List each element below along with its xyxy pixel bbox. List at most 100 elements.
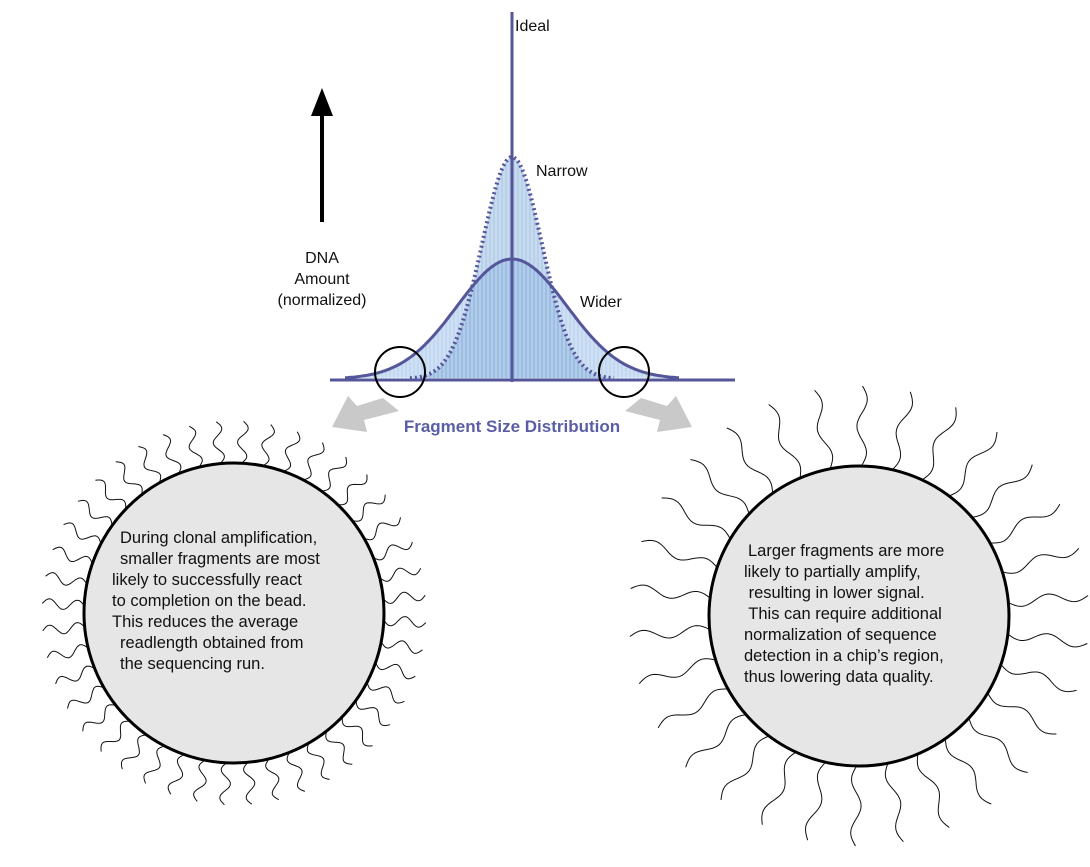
dna-strand (990, 503, 1061, 544)
right-tail-circle-marker (598, 346, 650, 398)
dna-strand (1007, 633, 1088, 648)
dna-strand (657, 688, 728, 729)
dna-strand (1002, 547, 1080, 574)
ideal-label: Ideal (515, 18, 550, 35)
fragment-size-distribution-title: Fragment Size Distribution (404, 417, 620, 436)
dna-strand (77, 499, 113, 526)
up-arrow-icon (311, 88, 333, 116)
dna-strand (987, 692, 1057, 735)
dna-strand (82, 704, 116, 732)
dna-strand (321, 456, 348, 492)
dna-strand (892, 391, 914, 471)
left-bead-circle (82, 461, 386, 765)
dna-strand (373, 541, 413, 561)
dna-strand (188, 425, 203, 468)
dna-strand (850, 765, 862, 847)
left-bead (41, 420, 427, 806)
dna-strand (971, 464, 1033, 518)
right-bead (629, 385, 1089, 847)
left-bead-caption: During clonal amplification, smaller fra… (112, 528, 362, 675)
dna-strand (629, 625, 710, 639)
right-bead-caption: Larger fragments are more likely to part… (744, 541, 994, 688)
dna-strand (138, 446, 162, 484)
dna-strand (661, 497, 731, 540)
dna-strand (1000, 664, 1077, 693)
dna-strand (162, 434, 182, 474)
dna-strand (761, 751, 797, 825)
dna-strand (685, 714, 747, 768)
right-bead-line-3: resulting in lower signal. (744, 584, 925, 602)
dna-strand (630, 584, 711, 599)
left-bead-line-1: During clonal amplification, (120, 529, 318, 547)
dna-strand (67, 685, 105, 709)
left-bead-line-5: This reduces the average (112, 613, 299, 631)
dna-strand (726, 427, 774, 494)
y-axis-indicator: DNA Amount (normalized) (278, 88, 367, 309)
dna-strand (243, 762, 256, 805)
y-axis-label-line-3: (normalized) (278, 292, 367, 309)
dna-strand (115, 461, 143, 495)
dna-strand (302, 442, 325, 481)
dna-strand (63, 522, 102, 545)
right-bead-line-6: detection in a chip’s region, (744, 647, 944, 665)
left-bead-line-7: the sequencing run. (120, 655, 265, 673)
right-bead-line-7: thus lowering data quality. (744, 668, 934, 686)
right-bead-line-2: likely to partially amplify, (744, 563, 921, 581)
dna-strand (352, 494, 386, 522)
dna-strand (341, 716, 373, 747)
dna-strand (379, 567, 422, 582)
dna-strand (968, 717, 1028, 773)
narrow-curve-line (409, 154, 615, 381)
left-bead-line-3: likely to successfully react (112, 571, 302, 589)
dna-strand (219, 762, 231, 806)
dna-strand (856, 385, 868, 467)
dna-strand (265, 758, 280, 801)
dna-strand (42, 622, 85, 635)
dna-strand (143, 745, 166, 784)
dna-strand (100, 720, 131, 752)
left-bead-line-6: readlength obtained from (120, 634, 304, 652)
dna-strand (52, 546, 93, 564)
dna-strand (948, 431, 998, 497)
dna-strand (325, 731, 353, 765)
left-gray-arrow-icon (332, 396, 399, 432)
right-bead-line-1: Larger fragments are more (748, 542, 945, 560)
dna-strand (286, 752, 306, 792)
left-bead-line-2: smaller fragments are most (120, 550, 320, 568)
right-bead-line-4: This can require additional (744, 605, 942, 623)
dna-strand (283, 431, 301, 472)
dna-strand (383, 591, 426, 604)
dna-strand (804, 761, 826, 841)
dna-strand (167, 754, 185, 795)
narrow-label: Narrow (536, 163, 588, 180)
dna-strand (921, 407, 957, 481)
y-axis-label-line-1: DNA (305, 250, 339, 267)
dna-strand (1008, 593, 1089, 607)
dna-strand (363, 517, 401, 541)
dna-strand (916, 753, 950, 828)
dna-strand (41, 598, 85, 610)
dna-strand (375, 662, 416, 680)
dna-strand (212, 421, 225, 464)
dna-strand (768, 404, 802, 479)
y-axis-label-line-2: Amount (294, 271, 350, 288)
distribution-plot: Ideal Narrow Wider (330, 12, 735, 382)
right-bead-line-5: normalization of sequence (744, 626, 937, 644)
dna-strand (120, 734, 147, 770)
dna-strand (638, 658, 716, 685)
dna-strand (355, 700, 391, 727)
dna-strand (814, 389, 834, 469)
left-bead-strands (41, 420, 427, 806)
wider-label: Wider (580, 294, 622, 311)
right-gray-arrow-icon (625, 396, 692, 432)
dna-strand (55, 665, 95, 685)
dna-strand (306, 742, 330, 780)
dna-strand (366, 681, 405, 704)
dna-strand (237, 420, 249, 464)
dna-strand (46, 644, 89, 659)
dna-strand (193, 759, 207, 802)
dna-strand (261, 424, 275, 467)
left-bead-line-4: to completion on the bead. (112, 592, 307, 610)
right-bead-strands (629, 385, 1089, 847)
